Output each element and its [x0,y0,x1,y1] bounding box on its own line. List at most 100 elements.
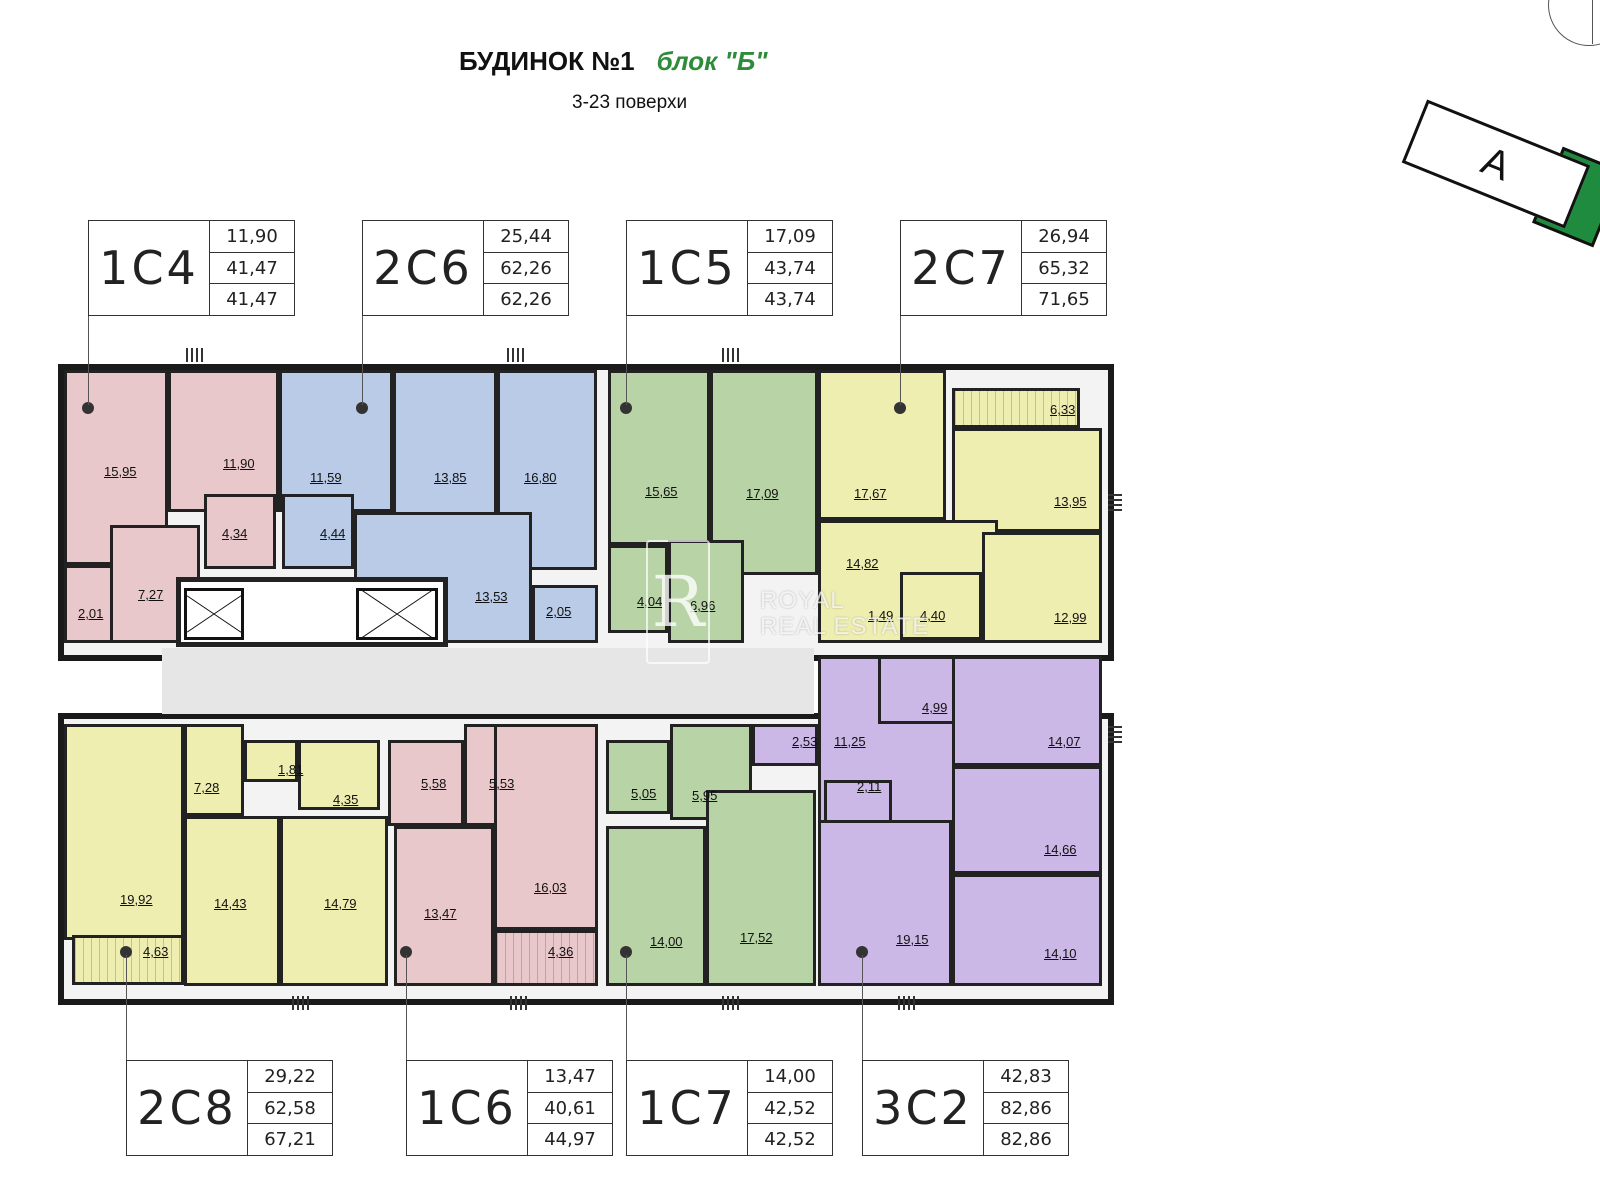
total-area: 65,32 [1022,253,1106,285]
apartment-marker [400,946,412,958]
living-area: 13,47 [528,1061,612,1093]
apartment-code: 1С6 [407,1061,528,1155]
room-area: 4,35 [333,792,359,807]
room [608,370,710,545]
window-icon [722,996,739,1010]
total-area: 43,74 [748,253,832,285]
room [282,494,354,569]
room-area: 15,95 [104,464,137,479]
gross-area: 41,47 [226,289,278,311]
room-area: 7,27 [138,587,164,602]
room [818,370,946,520]
room [952,388,1080,428]
room-area: 14,10 [1044,946,1077,961]
watermark-line: ROYAL [760,587,845,614]
room [900,572,982,640]
room-area: 4,63 [143,944,169,959]
window-icon [1108,726,1122,743]
gross-area: 82,86 [1000,1129,1052,1151]
watermark-logo: R [646,540,710,664]
room-area: 11,25 [834,734,866,749]
leader-line [626,955,627,1060]
apartment-tag: 2С7 26,94 65,32 71,65 [900,220,1107,316]
apartment-marker [894,402,906,414]
living-area: 29,22 [248,1061,332,1093]
living-area: 42,83 [984,1061,1068,1093]
room-area: 17,67 [854,486,887,501]
apartment-tag: 1С6 13,47 40,61 44,97 [406,1060,613,1156]
room-area: 16,03 [534,880,567,895]
room [606,740,670,814]
leader-line [862,955,863,1060]
room [608,545,668,633]
gross-area: 71,65 [1038,289,1090,311]
apartment-code: 1С7 [627,1061,748,1155]
watermark-line: REAL ESTATE [760,613,930,640]
window-icon [507,348,524,362]
total-area: 40,61 [528,1093,612,1125]
room-area: 2,01 [78,606,104,621]
corridor [162,648,814,714]
living-area: 14,00 [748,1061,832,1093]
room [168,370,279,512]
apartment-code: 3С2 [863,1061,984,1155]
living-area: 17,09 [748,221,832,253]
room-area: 16,80 [524,470,557,485]
leader-line [126,955,127,1060]
window-icon [186,348,203,362]
room-area: 4,99 [922,700,948,715]
room-area: 13,95 [1054,494,1087,509]
room-area: 5,05 [631,786,657,801]
room-area: 14,79 [324,896,357,911]
window-icon [722,348,739,362]
total-area: 41,47 [210,253,294,285]
room [72,935,184,985]
room-area: 14,43 [214,896,247,911]
room [706,790,816,986]
apartment-code: 2С7 [901,221,1022,315]
total-area: 62,26 [484,253,568,285]
room-area: 19,92 [120,892,153,907]
room [280,816,388,986]
window-icon [898,996,915,1010]
room-area: 5,53 [489,776,515,791]
room [388,740,464,826]
apartment-code: 1С4 [89,221,210,315]
room [184,724,244,816]
room [394,826,494,986]
gross-area: 67,21 [264,1129,316,1151]
room-area: 14,00 [650,934,683,949]
apartment-tag: 2С6 25,44 62,26 62,26 [362,220,569,316]
gross-area: 62,26 [500,289,552,311]
room [532,585,598,643]
window-icon [292,996,309,1010]
apartment-tag: 3С2 42,83 82,86 82,86 [862,1060,1069,1156]
floors-label: 3-23 поверхи [572,92,688,113]
room-area: 5,95 [692,788,718,803]
room-area: 4,40 [920,608,946,623]
compass-needle-icon [1592,0,1593,44]
room-area: 2,53 [792,734,818,749]
room-area: 1,49 [868,608,894,623]
window-icon [510,996,527,1010]
room [606,826,706,986]
apartment-tag: 1С7 14,00 42,52 42,52 [626,1060,833,1156]
room-area: 13,53 [475,589,508,604]
room-area: 13,85 [434,470,467,485]
apartment-code: 2С6 [363,221,484,315]
living-area: 26,94 [1022,221,1106,253]
room-area: 12,99 [1054,610,1087,625]
apartment-areas: 42,83 82,86 82,86 [984,1061,1068,1155]
apartment-tag: 2С8 29,22 62,58 67,21 [126,1060,333,1156]
leader-line [900,313,901,405]
room-area: 13,47 [424,906,457,921]
room-area: 19,15 [896,932,929,947]
room [494,930,598,986]
room [204,494,276,569]
watermark: ROYAL REAL ESTATE [760,588,929,640]
room [952,656,1102,766]
apartment-areas: 26,94 65,32 71,65 [1022,221,1106,315]
room [393,370,497,528]
elevator-icon [184,588,244,640]
apartment-marker [856,946,868,958]
